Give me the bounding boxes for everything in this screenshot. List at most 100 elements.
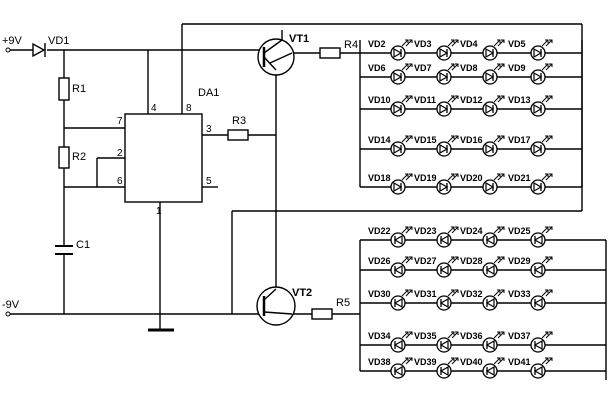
led-vd27: VD27 <box>414 256 459 278</box>
led-triangle <box>533 365 543 377</box>
led-label: VD12 <box>460 95 483 105</box>
led-vd40: VD40 <box>460 357 505 379</box>
led-label: VD10 <box>368 95 391 105</box>
led-arrow <box>497 256 505 264</box>
led-arrow <box>405 173 413 181</box>
led-arrowhead <box>451 95 455 99</box>
led-arrowhead <box>405 63 409 67</box>
led-arrow <box>541 289 549 297</box>
led-arrowhead <box>409 39 413 43</box>
led-arrow <box>493 357 501 365</box>
r5-label: R5 <box>336 297 350 309</box>
led-triangle <box>393 365 403 377</box>
led-triangle <box>393 181 403 193</box>
led-label: VD14 <box>368 135 391 145</box>
led-arrowhead <box>497 135 501 139</box>
pin-5-label: 5 <box>206 176 212 187</box>
led-arrow <box>447 173 455 181</box>
led-label: VD41 <box>508 357 531 367</box>
led-arrowhead <box>545 39 549 43</box>
led-label: VD29 <box>508 256 531 266</box>
led-arrow <box>545 331 553 339</box>
led-label: VD27 <box>414 256 437 266</box>
led-label: VD40 <box>460 357 483 367</box>
led-triangle <box>393 103 403 115</box>
led-arrow <box>493 256 501 264</box>
led-arrow <box>545 289 553 297</box>
led-arrowhead <box>451 289 455 293</box>
led-arrowhead <box>405 95 409 99</box>
led-triangle <box>533 297 543 309</box>
led-arrow <box>405 226 413 234</box>
led-triangle <box>439 264 449 276</box>
led-arrowhead <box>455 289 459 293</box>
led-vd11: VD11 <box>414 95 459 117</box>
led-arrowhead <box>545 135 549 139</box>
led-arrow <box>405 135 413 143</box>
led-arrow <box>447 63 455 71</box>
led-arrowhead <box>501 173 505 177</box>
led-label: VD5 <box>508 39 526 49</box>
c1-label: C1 <box>76 239 90 251</box>
led-arrowhead <box>451 135 455 139</box>
led-label: VD38 <box>368 357 391 367</box>
led-arrowhead <box>549 331 553 335</box>
led-triangle <box>393 71 403 83</box>
neg-rail-label: -9V <box>2 299 20 311</box>
led-arrow <box>451 95 459 103</box>
led-arrowhead <box>409 331 413 335</box>
vt2-label: VT2 <box>292 287 312 299</box>
vt1-transistor <box>257 30 295 76</box>
led-label: VD32 <box>460 289 483 299</box>
pin-2-label: 2 <box>117 148 123 159</box>
led-arrowhead <box>405 39 409 43</box>
led-triangle <box>393 234 403 246</box>
led-arrowhead <box>549 135 553 139</box>
led-arrowhead <box>549 63 553 67</box>
led-vd26: VD26 <box>368 256 413 278</box>
led-triangle <box>533 234 543 246</box>
led-vd30: VD30 <box>368 289 413 311</box>
led-arrowhead <box>549 173 553 177</box>
r3-label: R3 <box>232 115 246 127</box>
led-vd25: VD25 <box>508 226 553 248</box>
led-label: VD21 <box>508 173 531 183</box>
led-arrowhead <box>455 173 459 177</box>
led-vd22: VD22 <box>368 226 413 248</box>
led-arrowhead <box>409 357 413 361</box>
da1-ic <box>124 113 203 203</box>
led-vd41: VD41 <box>508 357 553 379</box>
led-arrowhead <box>501 357 505 361</box>
led-arrowhead <box>451 39 455 43</box>
led-label: VD17 <box>508 135 531 145</box>
led-vd15: VD15 <box>414 135 459 157</box>
wiring <box>8 23 607 380</box>
r1-label: R1 <box>72 83 86 95</box>
led-vd18: VD18 <box>368 173 413 195</box>
led-arrowhead <box>455 95 459 99</box>
led-arrowhead <box>501 331 505 335</box>
led-vd4: VD4 <box>460 39 505 61</box>
led-arrow <box>493 173 501 181</box>
led-arrow <box>401 135 409 143</box>
led-arrowhead <box>405 331 409 335</box>
led-arrow <box>451 331 459 339</box>
led-vd28: VD28 <box>460 256 505 278</box>
led-arrow <box>401 95 409 103</box>
r2-label: R2 <box>72 151 86 163</box>
led-label: VD37 <box>508 331 531 341</box>
led-arrowhead <box>405 226 409 230</box>
led-arrow <box>541 357 549 365</box>
led-arrowhead <box>405 173 409 177</box>
led-arrow <box>401 256 409 264</box>
led-vd2: VD2 <box>368 39 413 61</box>
pin-7-label: 7 <box>117 116 123 127</box>
led-arrowhead <box>497 289 501 293</box>
led-vd14: VD14 <box>368 135 413 157</box>
